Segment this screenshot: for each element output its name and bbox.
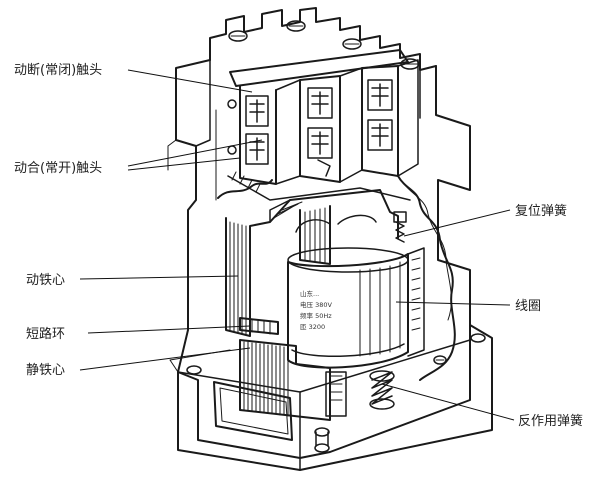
leader-lines xyxy=(79,69,515,421)
label-moving-no-contact: 动合(常开)触头 xyxy=(14,161,102,176)
contact-pole-3 xyxy=(361,59,419,177)
leader-shading-ring xyxy=(87,325,251,334)
label-coil: 线圈 xyxy=(515,299,541,314)
leader-no-contact-b xyxy=(127,157,241,171)
callouts: 动断(常闭)触头 动合(常开)触头 动铁心 短路环 静铁心 复位弹簧 线圈 反作… xyxy=(14,63,583,429)
label-reaction-spring: 反作用弹簧 xyxy=(518,413,583,429)
leader-reaction-spring xyxy=(381,383,515,421)
terminal-screws xyxy=(228,20,420,70)
label-reset-spring: 复位弹簧 xyxy=(515,203,567,219)
coil-nameplate: 山东... 电压 380V 频率 50Hz 匝 3200 xyxy=(300,289,332,331)
label-static-core: 静铁心 xyxy=(26,363,65,378)
leader-moving-core xyxy=(79,275,239,280)
bottom-screw xyxy=(314,427,330,453)
right-screw xyxy=(433,355,447,365)
housing xyxy=(167,7,471,373)
reaction-spring xyxy=(369,370,395,410)
leader-coil xyxy=(395,301,511,306)
leader-static-core xyxy=(79,347,251,371)
base-label-recess xyxy=(213,381,293,441)
coil: 山东... 电压 380V 频率 50Hz 匝 3200 xyxy=(287,247,425,369)
svg-text:频率 50Hz: 频率 50Hz xyxy=(300,311,332,320)
contact-pole-1 xyxy=(227,79,301,185)
contact-pole-2 xyxy=(299,67,363,183)
cutaway-edge xyxy=(217,175,456,381)
label-shading-ring: 短路环 xyxy=(26,326,65,342)
contact-assembly xyxy=(227,20,420,201)
leader-nc-contact xyxy=(127,69,253,93)
static-core xyxy=(239,339,347,421)
label-moving-core: 动铁心 xyxy=(26,273,65,288)
label-moving-nc-contact: 动断(常闭)触头 xyxy=(14,63,102,78)
reset-spring xyxy=(393,211,407,243)
base xyxy=(169,324,493,471)
svg-text:匝 3200: 匝 3200 xyxy=(300,323,325,331)
svg-text:山东...: 山东... xyxy=(300,289,319,298)
leader-no-contact-a xyxy=(127,139,263,167)
leader-reset-spring xyxy=(403,209,511,237)
moving-core xyxy=(225,189,407,337)
svg-text:电压 380V: 电压 380V xyxy=(300,300,332,309)
